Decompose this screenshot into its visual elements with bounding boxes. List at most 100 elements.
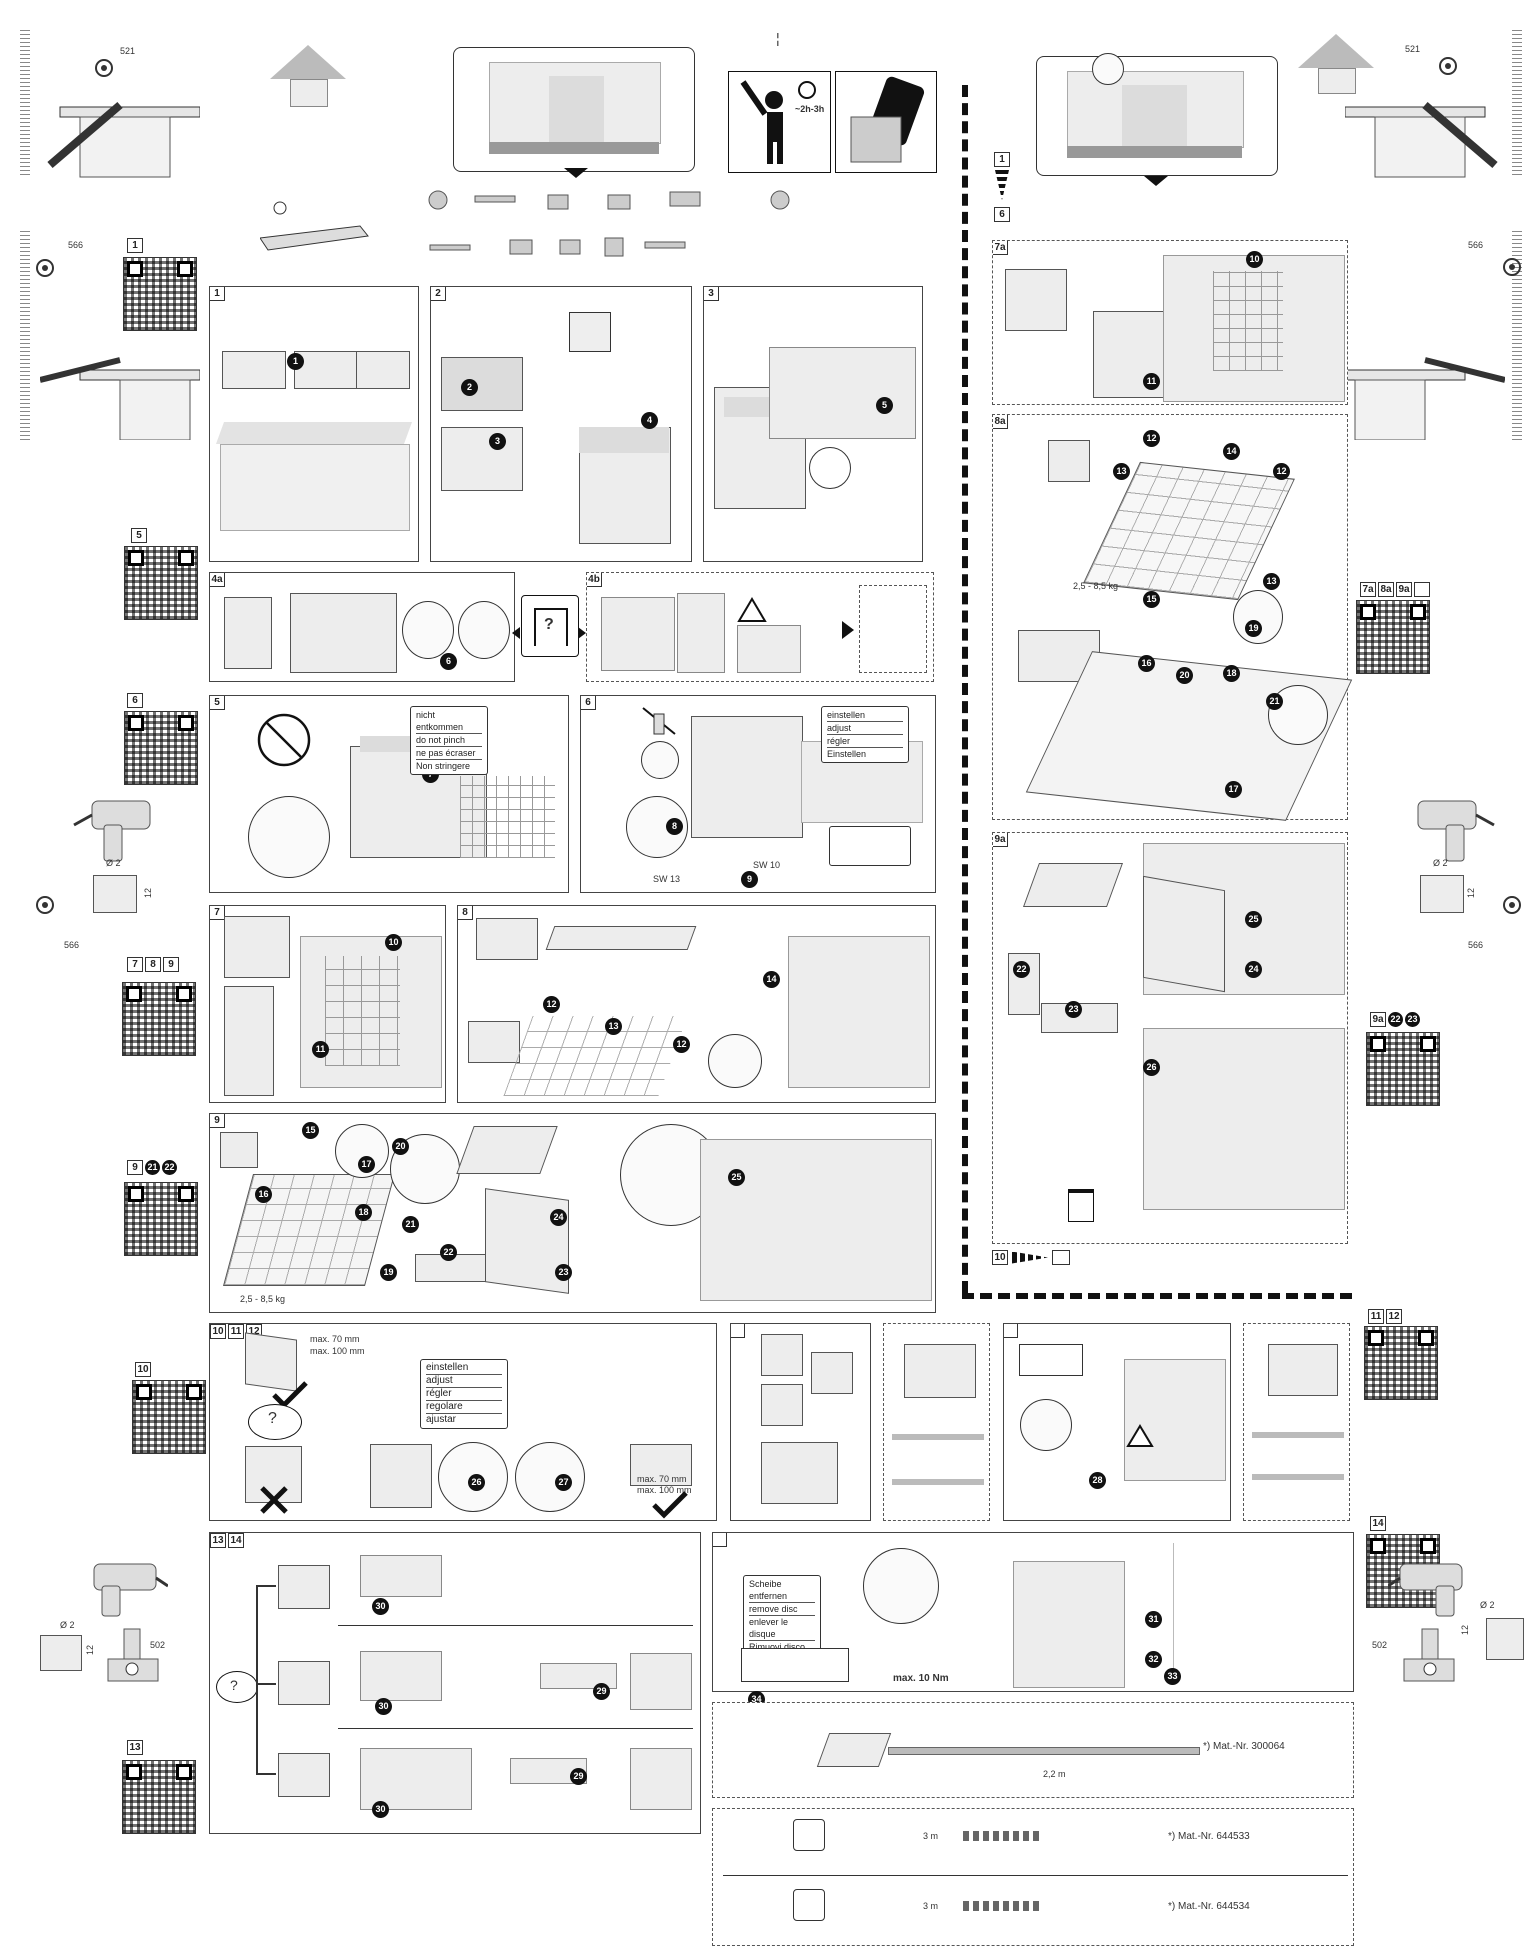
qr-code[interactable] — [123, 257, 197, 331]
step-callout-10: 10 — [1246, 251, 1263, 268]
drill-diameter: Ø 2 — [60, 1620, 75, 1630]
gap-dim: max. 100 mm — [637, 1485, 692, 1495]
target-icon — [1439, 57, 1457, 75]
plug-socket-icon — [793, 1889, 825, 1921]
qr-label: 6 — [127, 693, 143, 708]
step-callout-9: 9 — [741, 871, 758, 888]
step-number: 8 — [458, 906, 473, 920]
step-8-panel: 8 12 13 12 14 — [457, 905, 936, 1103]
countertop-pencil-illustration — [47, 101, 200, 178]
step-callout-14: 14 — [763, 971, 780, 988]
qr-label: 10 — [135, 1362, 151, 1377]
cable-mat-nr: *) Mat.-Nr. 644534 — [1168, 1901, 1250, 1912]
arrow-down-icon — [564, 168, 588, 178]
step-1-panel: 1 1 — [209, 286, 419, 562]
gap-dim: max. 70 mm — [637, 1474, 687, 1484]
arrow-right-icon — [842, 621, 854, 639]
qr-code[interactable] — [122, 982, 196, 1056]
qr-code[interactable] — [122, 1760, 196, 1834]
qr-code[interactable] — [124, 711, 198, 785]
step-callout-30c: 30 — [372, 1801, 389, 1818]
step-number: 3 — [704, 287, 719, 301]
qr-code[interactable] — [124, 546, 198, 620]
step-8a-panel: 8a 12 13 14 12 13 15 2,5 - 8,5 kg 16 20 … — [992, 414, 1353, 821]
trim-strip-illustration — [260, 201, 369, 251]
step-callout-12: 12 — [1143, 430, 1160, 447]
chevron-down-icon — [995, 170, 1009, 200]
installer-tools-icon: ~2h-3h — [728, 71, 831, 173]
step-callout-24: 24 — [1245, 961, 1262, 978]
step-3-panel: 3 5 — [703, 286, 923, 562]
step-callout-13b: 13 — [1263, 573, 1280, 590]
step-callout-30: 30 — [372, 1598, 389, 1615]
qr-code[interactable] — [132, 1380, 206, 1454]
hinge-mount-illustration — [1403, 1628, 1455, 1682]
install-time: ~2h-3h — [795, 104, 825, 114]
adjust-height-icon — [829, 826, 911, 866]
question-mark: ? — [268, 1410, 277, 1427]
qr-code[interactable] — [124, 1182, 198, 1256]
step-callout-1: 1 — [287, 353, 304, 370]
weight-range: 2,5 - 8,5 kg — [240, 1294, 286, 1304]
qr-code[interactable] — [1356, 600, 1430, 674]
panel-screw-fix: 28 — [1003, 1323, 1231, 1521]
target-icon — [36, 896, 54, 914]
divider-dashed-horizontal — [962, 1293, 1352, 1299]
drill-icon — [1417, 800, 1495, 862]
step-callout-23: 23 — [1065, 1001, 1082, 1018]
step-callout-32: 32 — [1145, 1651, 1162, 1668]
step-callout-26: 26 — [1143, 1059, 1160, 1076]
step-number: 9 — [210, 1114, 225, 1128]
qr-code[interactable] — [1366, 1032, 1440, 1106]
hose-length: 2,2 m — [1043, 1769, 1066, 1779]
warning-icon — [1126, 1424, 1154, 1447]
step-callout-21: 21 — [1266, 693, 1283, 710]
qr-label: 13 — [127, 1740, 143, 1755]
step-9-panel: 9 15 16 18 19 2,5 - 8,5 kg 17 20 21 22 2… — [209, 1113, 936, 1313]
cable-mat-nr: *) Mat.-Nr. 644533 — [1168, 1831, 1250, 1842]
dim-521-right: 521 — [1405, 44, 1421, 54]
panel-toe-kick-check — [730, 1323, 871, 1521]
drill-depth: 12 — [1466, 887, 1477, 899]
parts-list-illustration — [428, 190, 790, 257]
step-callout-2: 2 — [461, 379, 478, 396]
drill-hole-diagram — [40, 1635, 82, 1671]
step-callout-12: 12 — [543, 996, 560, 1013]
step-number: 7 — [210, 906, 225, 920]
countertop-pencil-illustration — [1345, 357, 1505, 440]
step-callout-6: 6 — [440, 653, 457, 670]
step-callout-16: 16 — [255, 1186, 272, 1203]
step-number: 6 — [581, 696, 596, 710]
dim-566-right: 566 — [1468, 240, 1484, 250]
question-mark: ? — [544, 616, 554, 633]
step-callout-10: 10 — [385, 934, 402, 951]
step-callout-30b: 30 — [375, 1698, 392, 1715]
step-callout-13: 13 — [605, 1018, 622, 1035]
step-callout-8: 8 — [666, 818, 683, 835]
step-callout-12b: 12 — [1273, 463, 1290, 480]
qr-code[interactable] — [1364, 1326, 1438, 1400]
side-ruler — [1512, 230, 1522, 440]
kitchen-cabinet-illustration — [453, 47, 695, 172]
step-callout-29: 29 — [593, 1683, 610, 1700]
panel-steam-protection-2 — [1243, 1323, 1350, 1521]
max-torque: max. 10 Nm — [893, 1673, 949, 1684]
drill-hole-diagram — [1486, 1618, 1524, 1660]
step-2-panel: 2 2 3 4 — [430, 286, 692, 562]
step-callout-18: 18 — [1223, 665, 1240, 682]
measure-question-icon: ? — [521, 595, 579, 657]
step-number: 5 — [210, 696, 225, 710]
step-callout-11: 11 — [312, 1041, 329, 1058]
side-step-1: 1 — [994, 152, 1010, 167]
target-icon — [36, 259, 54, 277]
drill-hole-diagram — [1420, 875, 1464, 913]
step-4b-panel: 4b — [586, 572, 934, 682]
step-callout-4: 4 — [641, 412, 658, 429]
side-ruler — [20, 30, 30, 175]
